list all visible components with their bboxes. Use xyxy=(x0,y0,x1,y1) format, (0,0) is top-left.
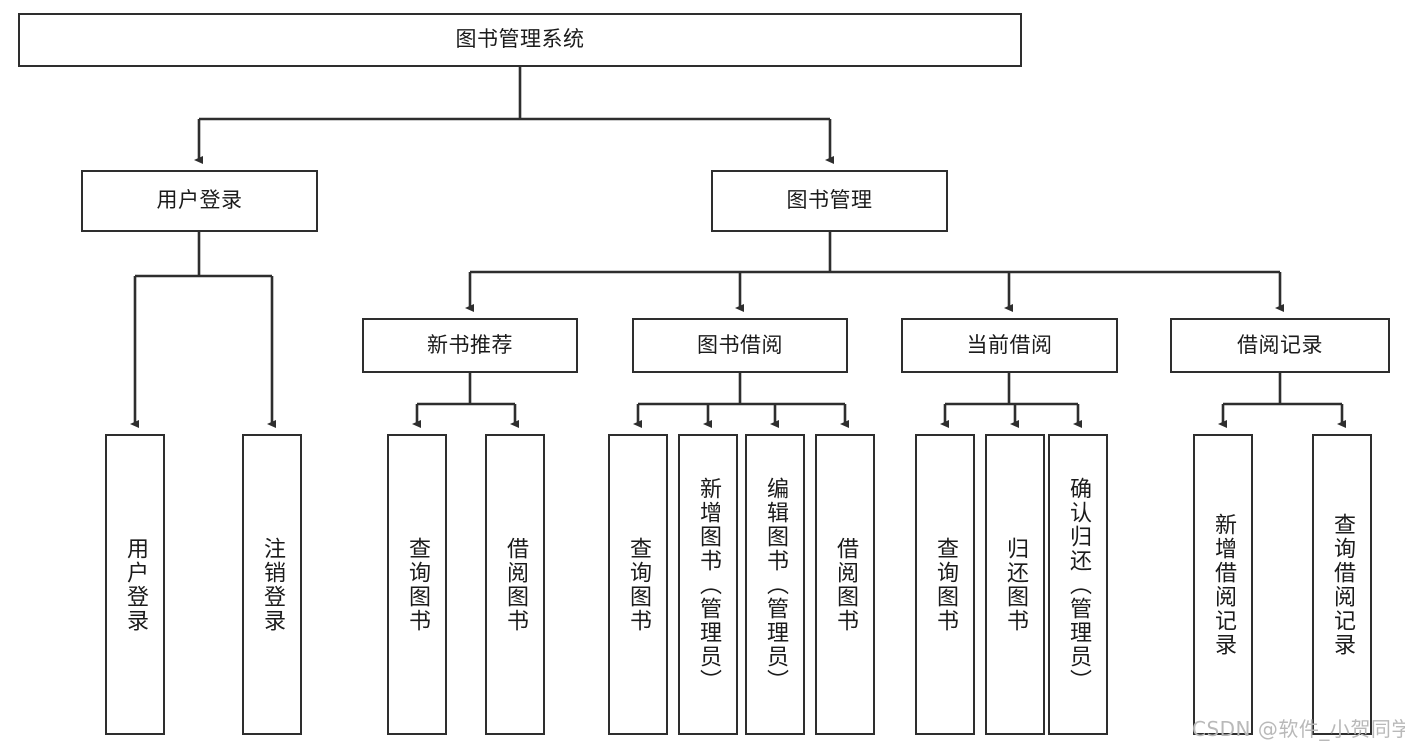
node-new-book-rec[interactable]: 新书推荐 xyxy=(362,318,578,373)
node-book-borrow-label: 图书借阅 xyxy=(697,332,783,357)
node-borrow-record-label: 借阅记录 xyxy=(1237,332,1323,357)
node-leaf-user-login-label: 用户登录 xyxy=(122,536,148,633)
node-leaf-user-logout[interactable]: 注销登录 xyxy=(242,434,302,735)
node-user-login[interactable]: 用户登录 xyxy=(81,170,318,232)
node-leaf-add-book-label: 新增图书（管理员） xyxy=(695,476,721,693)
node-leaf-query-book-cur-label: 查询图书 xyxy=(932,536,958,633)
node-leaf-query-book[interactable]: 查询图书 xyxy=(608,434,668,735)
csdn-watermark: CSDN @软件_小贺同学 xyxy=(1192,717,1405,741)
node-user-login-label: 用户登录 xyxy=(156,188,243,213)
node-leaf-query-book-rec[interactable]: 查询图书 xyxy=(387,434,447,735)
node-leaf-borrow-book-label: 借阅图书 xyxy=(832,536,858,633)
node-root-label: 图书管理系统 xyxy=(455,27,585,52)
node-leaf-user-logout-label: 注销登录 xyxy=(259,536,285,633)
node-leaf-query-record-label: 查询借阅记录 xyxy=(1329,512,1355,657)
node-leaf-add-record-label: 新增借阅记录 xyxy=(1210,512,1236,657)
node-leaf-query-book-rec-label: 查询图书 xyxy=(404,536,430,633)
node-book-borrow[interactable]: 图书借阅 xyxy=(632,318,848,373)
node-borrow-record[interactable]: 借阅记录 xyxy=(1170,318,1390,373)
node-book-manage-label: 图书管理 xyxy=(786,188,873,213)
node-leaf-confirm-return[interactable]: 确认归还（管理员） xyxy=(1048,434,1108,735)
node-leaf-return-book-label: 归还图书 xyxy=(1002,536,1028,633)
node-leaf-add-record[interactable]: 新增借阅记录 xyxy=(1193,434,1253,735)
node-current-borrow[interactable]: 当前借阅 xyxy=(901,318,1118,373)
node-leaf-query-book-label: 查询图书 xyxy=(625,536,651,633)
node-leaf-edit-book[interactable]: 编辑图书（管理员） xyxy=(745,434,805,735)
node-new-book-rec-label: 新书推荐 xyxy=(427,332,513,357)
node-book-manage[interactable]: 图书管理 xyxy=(711,170,948,232)
node-leaf-return-book[interactable]: 归还图书 xyxy=(985,434,1045,735)
node-leaf-borrow-book-rec[interactable]: 借阅图书 xyxy=(485,434,545,735)
node-leaf-query-record[interactable]: 查询借阅记录 xyxy=(1312,434,1372,735)
node-leaf-query-book-cur[interactable]: 查询图书 xyxy=(915,434,975,735)
node-leaf-confirm-return-label: 确认归还（管理员） xyxy=(1065,476,1091,693)
node-current-borrow-label: 当前借阅 xyxy=(966,332,1053,357)
node-root[interactable]: 图书管理系统 xyxy=(18,13,1022,67)
node-leaf-add-book[interactable]: 新增图书（管理员） xyxy=(678,434,738,735)
node-leaf-borrow-book[interactable]: 借阅图书 xyxy=(815,434,875,735)
node-leaf-edit-book-label: 编辑图书（管理员） xyxy=(762,476,788,693)
node-leaf-user-login[interactable]: 用户登录 xyxy=(105,434,165,735)
node-leaf-borrow-book-rec-label: 借阅图书 xyxy=(502,536,528,633)
